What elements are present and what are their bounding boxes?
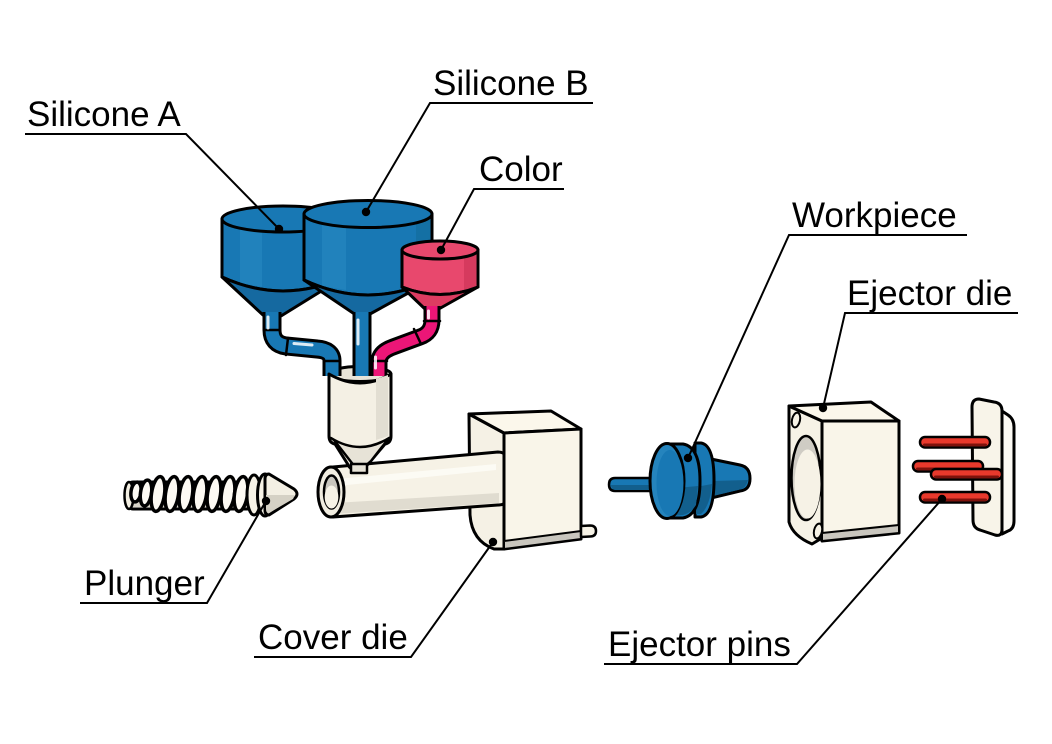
tube-color — [369, 306, 442, 376]
workpiece-face-inner — [656, 450, 684, 516]
ejector-die-bolt-hole — [812, 522, 824, 540]
label-plunger: Plunger — [84, 564, 205, 603]
leader-silicone-a — [25, 133, 284, 234]
ejector-pins — [911, 435, 1004, 504]
mixer-shade — [376, 375, 388, 440]
leader-lines — [25, 102, 1018, 665]
leader-color — [436, 188, 564, 255]
cover-die-front-face — [502, 427, 583, 551]
leader-cover-die — [254, 537, 498, 658]
tube-a-highlight — [292, 342, 314, 347]
leader-ejector-die — [818, 312, 1018, 413]
label-silicone-b: Silicone B — [433, 64, 589, 103]
hopper-a-highlight — [240, 223, 262, 287]
leader-silicone-b — [361, 102, 593, 217]
barrel-shade — [334, 493, 499, 514]
label-workpiece: Workpiece — [792, 196, 957, 235]
barrel-highlight — [337, 464, 496, 486]
tube-c-fill — [373, 306, 438, 376]
cover-die-sprue-nub — [579, 524, 598, 539]
workpiece-stem-shade — [611, 485, 661, 490]
cover-die — [467, 409, 598, 551]
tube-silicone-b — [352, 312, 372, 376]
mixer-spout — [349, 462, 369, 475]
ejector-die-base-strip — [821, 523, 900, 543]
leader-workpiece — [683, 234, 967, 463]
tube-a-fill — [265, 312, 339, 376]
label-silicone-a: Silicone A — [27, 95, 181, 134]
plunger — [123, 472, 299, 518]
plunger-coils — [129, 474, 250, 514]
workpiece — [607, 441, 752, 520]
ejector-die-front-face — [820, 419, 901, 543]
mixer — [327, 372, 393, 475]
hopper-c-shade — [464, 252, 476, 291]
pin-plate-side-face — [1000, 409, 1016, 536]
plunger-tip-shade — [266, 495, 295, 513]
ejector-die-bolt-hole — [790, 411, 802, 429]
color-hopper — [400, 239, 480, 314]
label-ejector-pins: Ejector pins — [608, 625, 791, 664]
label-color: Color — [479, 150, 563, 189]
leader-ejector-pins — [604, 494, 947, 665]
label-cover-die: Cover die — [258, 618, 408, 657]
cover-die-base-strip — [503, 529, 582, 551]
tube-c-joint — [412, 327, 423, 346]
ejector-die — [787, 400, 901, 546]
ejector-pin — [918, 490, 992, 504]
workpiece-cone-shade — [713, 480, 748, 496]
leader-plunger — [80, 496, 271, 604]
barrel-mouth-inner-light — [324, 485, 339, 509]
tube-a-joint — [284, 336, 290, 357]
hopper-b-highlight — [322, 219, 346, 290]
ejector-pin — [929, 467, 1004, 481]
ejector-pin — [918, 435, 992, 449]
ejector-die-cavity-floor — [794, 449, 821, 519]
tube-silicone-a — [262, 312, 342, 376]
label-ejector-die: Ejector die — [847, 274, 1012, 313]
